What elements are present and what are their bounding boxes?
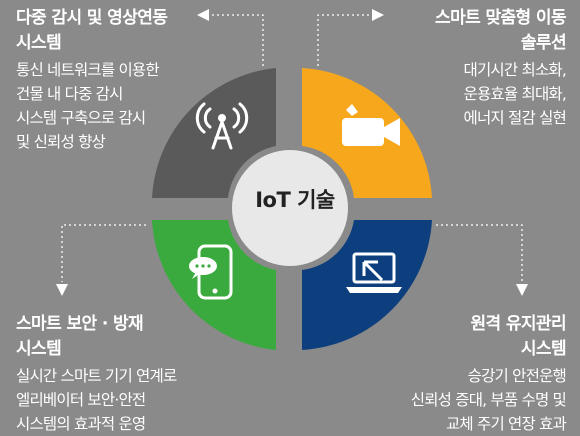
desc-line: 실시간 스마트 기기 연계로 xyxy=(16,367,177,385)
segment-top-left xyxy=(152,68,276,198)
desc-line: 시스템 구축으로 감시 xyxy=(16,109,146,127)
radio-tower-icon xyxy=(195,102,249,150)
arrow-head-bottom-left xyxy=(56,284,68,296)
bottom-left-block: 스마트 보안 · 방재 시스템 실시간 스마트 기기 연계로 엘리베이터 보안·… xyxy=(16,312,177,436)
bottom-right-title: 원격 유지관리 시스템 xyxy=(411,312,566,362)
video-camera-icon xyxy=(342,104,400,146)
title-line: 솔루션 xyxy=(520,33,567,53)
bottom-right-description: 승강기 안전운행 신뢰성 증대, 부품 수명 및 교체 주기 연장 효과 xyxy=(410,364,567,436)
connector-bottom-left xyxy=(61,224,146,282)
title-line: 시스템 xyxy=(16,339,62,359)
bottom-right-block: 원격 유지관리 시스템 승강기 안전운행 신뢰성 증대, 부품 수명 및 교체 … xyxy=(410,312,567,436)
bottom-left-title: 스마트 보안 · 방재 시스템 xyxy=(16,312,176,362)
bottom-left-description: 실시간 스마트 기기 연계로 엘리베이터 보안·안전 시스템의 효과적 운영 xyxy=(16,364,177,436)
connector-top-left xyxy=(212,14,264,66)
center-label: IoT 기술 xyxy=(255,188,335,212)
top-left-description: 통신 네트워크를 이용한 건물 내 다중 감시 시스템 구축으로 감시 및 신뢰… xyxy=(16,58,167,154)
desc-line: 대기시간 최소화, xyxy=(463,61,567,79)
desc-line: 신뢰성 증대, 부품 수명 및 xyxy=(410,391,567,409)
arrow-head-top-left xyxy=(197,9,209,21)
title-line: 시스템 xyxy=(520,339,567,359)
desc-line: 에너지 절감 실현 xyxy=(463,109,567,127)
desc-line: 시스템의 효과적 운영 xyxy=(16,415,146,433)
title-line: 원격 유지관리 xyxy=(470,314,566,334)
top-right-description: 대기시간 최소화, 운용효율 최대화, 에너지 절감 실현 xyxy=(435,58,567,130)
desc-line: 건물 내 다중 감시 xyxy=(16,85,123,103)
connector-bottom-right xyxy=(436,224,523,282)
laptop-cursor-icon xyxy=(346,252,402,293)
top-left-title: 다중 감시 및 영상연동 시스템 xyxy=(16,6,168,56)
title-line: 시스템 xyxy=(16,33,62,53)
arrow-head-bottom-right xyxy=(516,284,528,296)
center-circle xyxy=(232,150,348,266)
desc-line: 승강기 안전운행 xyxy=(467,367,567,385)
title-line: 스마트 보안 · 방재 xyxy=(16,314,144,334)
smartphone-chat-icon xyxy=(189,244,233,300)
segment-bottom-left xyxy=(152,220,276,350)
title-line: 스마트 맞춤형 이동 xyxy=(435,8,567,28)
desc-line: 운용효율 최대화, xyxy=(463,85,567,103)
connector-top-right xyxy=(317,14,370,66)
desc-line: 교체 주기 연장 효과 xyxy=(445,415,567,433)
top-right-title: 스마트 맞춤형 이동 솔루션 xyxy=(435,6,567,56)
desc-line: 및 신뢰성 향상 xyxy=(16,133,106,151)
top-left-block: 다중 감시 및 영상연동 시스템 통신 네트워크를 이용한 건물 내 다중 감시… xyxy=(16,6,168,154)
desc-line: 통신 네트워크를 이용한 xyxy=(16,61,160,79)
arrow-head-top-right xyxy=(372,9,384,21)
desc-line: 엘리베이터 보안·안전 xyxy=(16,391,146,409)
title-line: 다중 감시 및 영상연동 xyxy=(16,8,168,28)
top-right-block: 스마트 맞춤형 이동 솔루션 대기시간 최소화, 운용효율 최대화, 에너지 절… xyxy=(435,6,567,130)
segment-bottom-right xyxy=(302,220,432,350)
